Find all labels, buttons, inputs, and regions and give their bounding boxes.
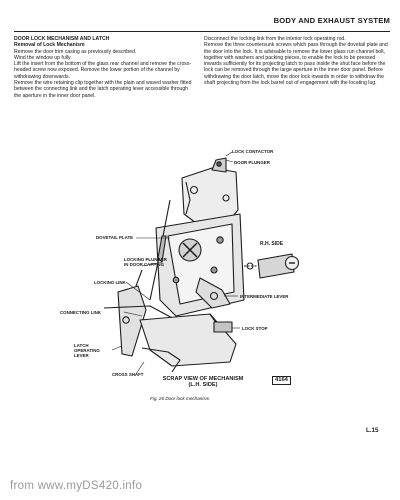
diagram-title-line2: (L.H. SIDE): [188, 382, 218, 389]
rh-lock-barrel: [257, 253, 295, 279]
figure-caption: Fig. 26 Door lock mechanism: [150, 396, 210, 401]
label-intermediate-lever: INTERMEDIATE LEVER: [240, 294, 289, 299]
diagram-title: SCRAP VIEW OF MECHANISM (L.H. SIDE): [148, 376, 258, 388]
paragraph: Remove the wire retaining clip together …: [14, 80, 192, 99]
figure-code: 4164: [272, 376, 291, 385]
connecting-link-rod: [103, 305, 177, 321]
label-locking-link: LOCKING LINK: [94, 280, 126, 285]
label-latch-operating-lever: LATCH OPERATING LEVER: [74, 343, 100, 358]
label-connecting-link: CONNECTING LINK: [60, 310, 101, 315]
paragraph: Remove the three countersunk screws whic…: [204, 42, 388, 87]
label-dovetail-plate: DOVETAIL PLATE: [96, 235, 134, 240]
paragraph: Disconnect the locking link from the int…: [204, 36, 346, 42]
door-lock-mechanism-diagram: [103, 151, 300, 375]
left-column: DOOR LOCK MECHANISM AND LATCH Removal of…: [14, 36, 195, 99]
label-rh-side: R.H. SIDE: [260, 241, 284, 247]
section-header: BODY AND EXHAUST SYSTEM: [273, 16, 390, 25]
header-rule: [14, 31, 390, 32]
label-lock-contactor: LOCK CONTACTOR: [232, 149, 274, 154]
section-heading: DOOR LOCK MECHANISM AND LATCH: [14, 36, 110, 42]
label-lock-stop: LOCK STOP: [242, 326, 268, 331]
latch-operating-lever: [117, 285, 147, 357]
locking-plunger: [157, 235, 167, 263]
watermark: from www.myDS420.info: [10, 480, 143, 492]
label-locking-plunger: LOCKING PLUNGER IN DOOR CAPPING: [124, 257, 167, 267]
cross-shaft: [141, 347, 181, 373]
diagram-title-line1: SCRAP VIEW OF MECHANISM: [162, 376, 244, 382]
locking-link-rod: [149, 199, 171, 301]
paragraph: Remove the door trim casing as previousl…: [14, 48, 137, 55]
label-door-plunger: DOOR PLUNGER: [234, 160, 270, 165]
section-subheading: Removal of Lock Mechanism: [14, 42, 85, 49]
page-number: L.15: [366, 427, 379, 434]
lock-stop: [213, 321, 233, 333]
paragraph: Wind the window up fully.: [14, 54, 72, 61]
right-column: Disconnect the locking link from the int…: [204, 36, 390, 86]
paragraph: Lift the insert from the bottom of the g…: [14, 61, 192, 80]
label-cross-shaft: CROSS SHAFT: [112, 372, 144, 377]
